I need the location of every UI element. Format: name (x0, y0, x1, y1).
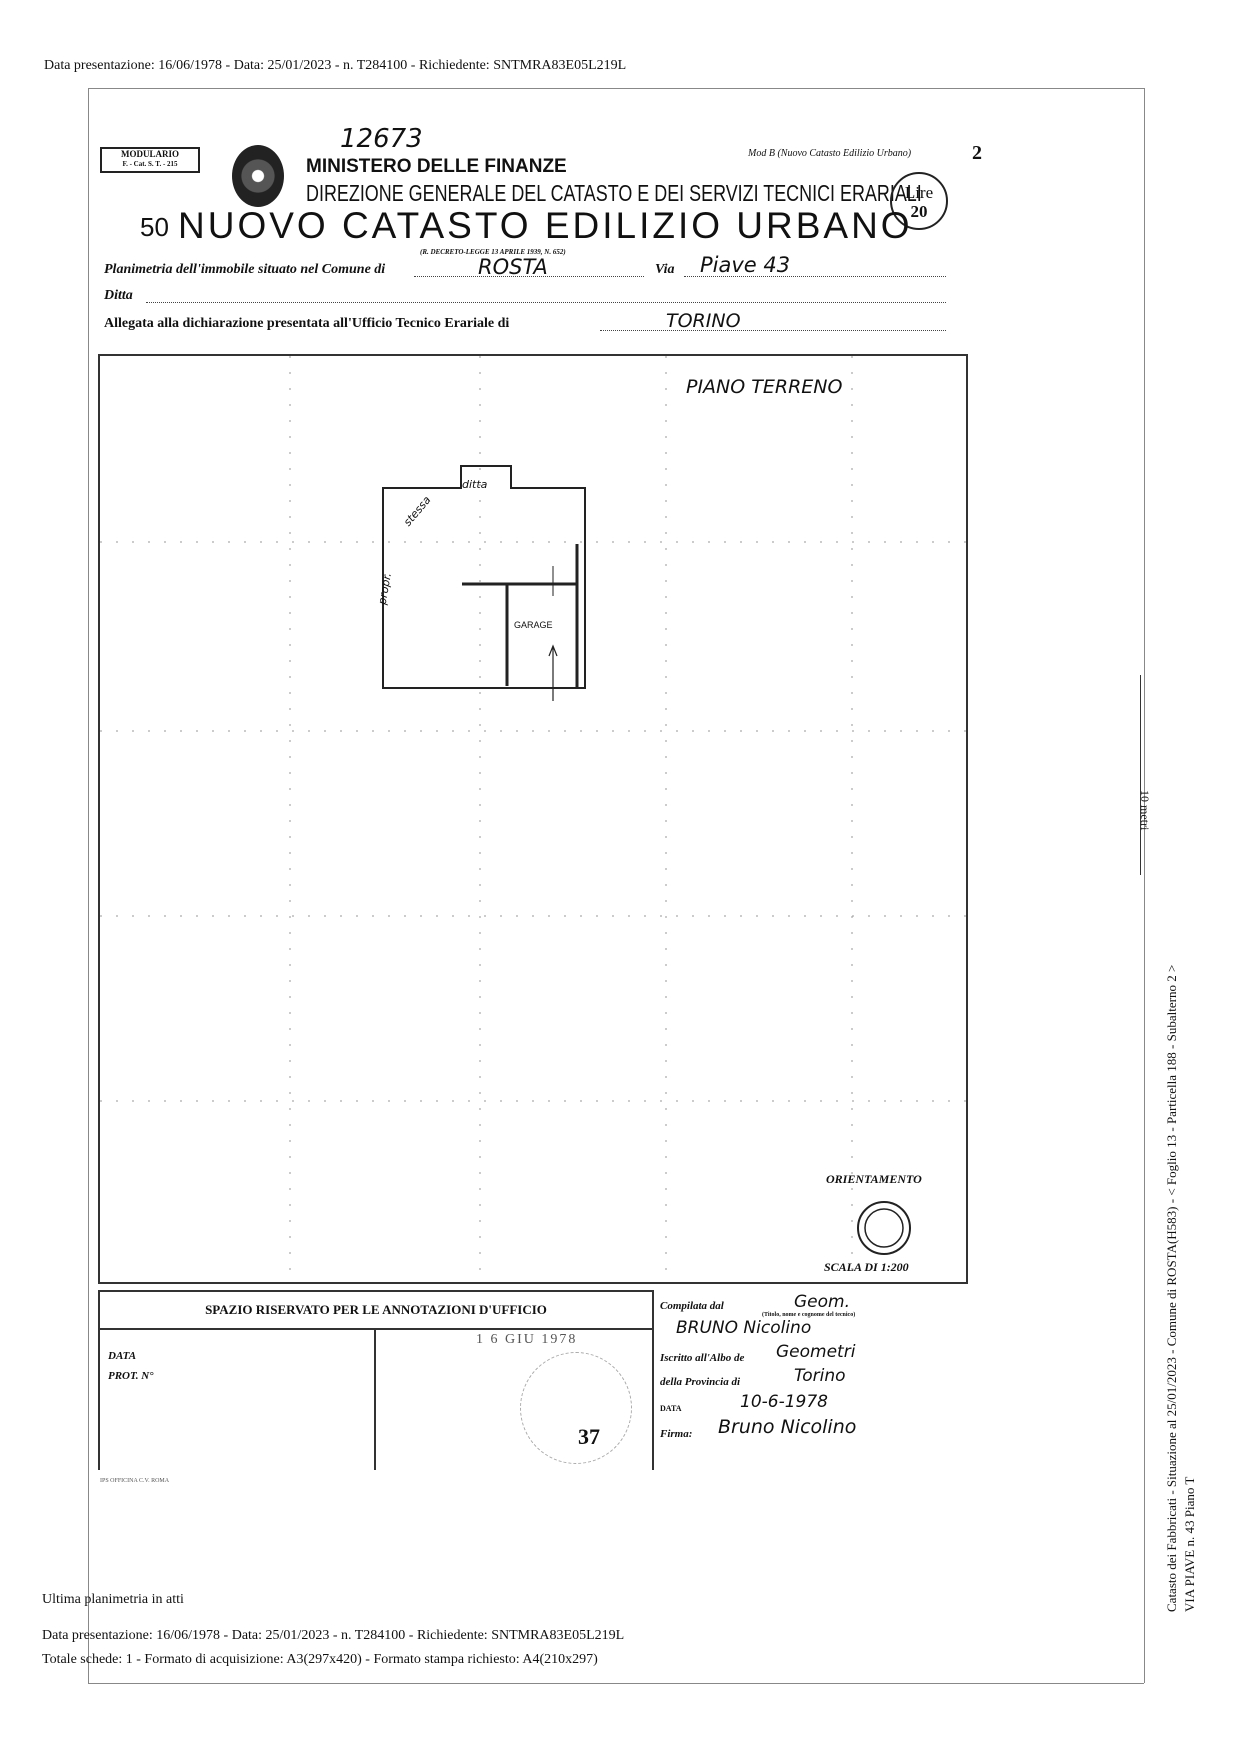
frame-left (88, 88, 89, 1683)
scale-bar-label: 10 metri (1138, 790, 1152, 831)
office-data-label: DATA (108, 1350, 137, 1362)
compiler-date: 10-6-1978 (740, 1392, 828, 1412)
signature: Bruno Nicolino (718, 1416, 857, 1438)
prefix-number: 50 (140, 212, 169, 242)
plan-drawing (100, 356, 966, 1282)
handwritten-number: 12673 (340, 124, 423, 154)
compilata-label: Compilata dal (660, 1300, 724, 1312)
office-box-title: SPAZIO RISERVATO PER LE ANNOTAZIONI D'UF… (100, 1292, 652, 1330)
page-number: 2 (972, 142, 982, 164)
building-outline (382, 465, 586, 689)
mod-label: Mod B (Nuovo Catasto Edilizio Urbano) (748, 148, 912, 159)
lire-value: 20 (910, 202, 928, 221)
stamp-date: 1 6 GIU 1978 (476, 1332, 578, 1347)
ditta-label: Ditta (104, 288, 133, 303)
office-prot-label: PROT. N° (108, 1370, 154, 1382)
entrance-arrow-icon (548, 644, 558, 701)
modulario-sub: F. - Cat. S. T. - 215 (122, 160, 178, 168)
via-dots (684, 276, 946, 277)
via-value: Piave 43 (700, 253, 791, 277)
lire-label: Lire (904, 183, 934, 202)
emblem-icon (232, 145, 284, 207)
compiler-name: BRUNO Nicolino (676, 1318, 812, 1338)
orientation-icon (857, 1201, 911, 1255)
scale-label: SCALA DI 1:200 (824, 1260, 909, 1274)
garage-walls (462, 544, 579, 688)
plan-note-ditta: ditta (462, 478, 488, 491)
compiler-title: Geom. (794, 1292, 850, 1312)
ministry-title: MINISTERO DELLE FINANZE (306, 156, 567, 177)
side-cadastral-info: Catasto dei Fabbricati - Situazione al 2… (1164, 964, 1179, 1612)
header-line: Data presentazione: 16/06/1978 - Data: 2… (44, 58, 627, 73)
compiler-title-hint: (Titolo, nome e cognome del tecnico) (762, 1312, 856, 1318)
office-divider (374, 1330, 376, 1470)
footer-line1: Data presentazione: 16/06/1978 - Data: 2… (42, 1628, 625, 1643)
room-label-garage: GARAGE (514, 620, 553, 630)
direzione-title: DIREZIONE GENERALE DEL CATASTO E DEI SER… (306, 180, 922, 206)
plan-frame: PIANO TERRENO propr. stessa ditta GARAGE… (98, 354, 968, 1284)
ufficio-dots (600, 330, 946, 331)
compiler-section: Compilata dal Geom. (Titolo, nome e cogn… (660, 1292, 960, 1472)
side-address: VIA PIAVE n. 43 Piano T (1182, 1476, 1197, 1612)
main-title: NUOVO CATASTO EDILIZIO URBANO (178, 205, 913, 246)
provincia-label: della Provincia di (660, 1376, 741, 1388)
firma-label: Firma: (660, 1428, 693, 1440)
via-label: Via (655, 262, 675, 277)
albo-label: Iscritto all'Albo de (660, 1352, 745, 1364)
modulario-label: MODULARIO (121, 149, 179, 159)
comune-dots (414, 276, 644, 277)
stamp-number: 37 (578, 1424, 600, 1449)
scale-bar (1140, 675, 1141, 875)
frame-bottom (88, 1683, 1144, 1684)
modulario-box: MODULARIO F. - Cat. S. T. - 215 (100, 147, 200, 173)
floor-label: PIANO TERRENO (686, 376, 843, 398)
frame-top (88, 88, 1144, 89)
office-box: SPAZIO RISERVATO PER LE ANNOTAZIONI D'UF… (98, 1290, 654, 1470)
decree-label: (R. DECRETO-LEGGE 13 APRILE 1939, N. 652… (420, 248, 566, 256)
footer-line2: Totale schede: 1 - Formato di acquisizio… (42, 1652, 598, 1667)
stamp-circle (520, 1352, 632, 1464)
ditta-dots (146, 302, 946, 303)
provincia-value: Torino (794, 1366, 846, 1386)
frame-right (1144, 88, 1145, 1683)
lire-stamp: Lire 20 (890, 172, 948, 230)
planimetria-label: Planimetria dell'immobile situato nel Co… (104, 262, 386, 277)
footer-ultima: Ultima planimetria in atti (42, 1592, 184, 1607)
albo-value: Geometri (776, 1342, 856, 1362)
printer-label: IPS OFFICINA C.V. ROMA (100, 1478, 170, 1484)
ufficio-value: TORINO (666, 310, 741, 332)
allegata-label: Allegata alla dichiarazione presentata a… (104, 316, 510, 331)
comune-value: ROSTA (478, 255, 548, 279)
compiler-date-label: DATA (660, 1404, 682, 1413)
orientamento-label: ORIENTAMENTO (826, 1172, 922, 1186)
